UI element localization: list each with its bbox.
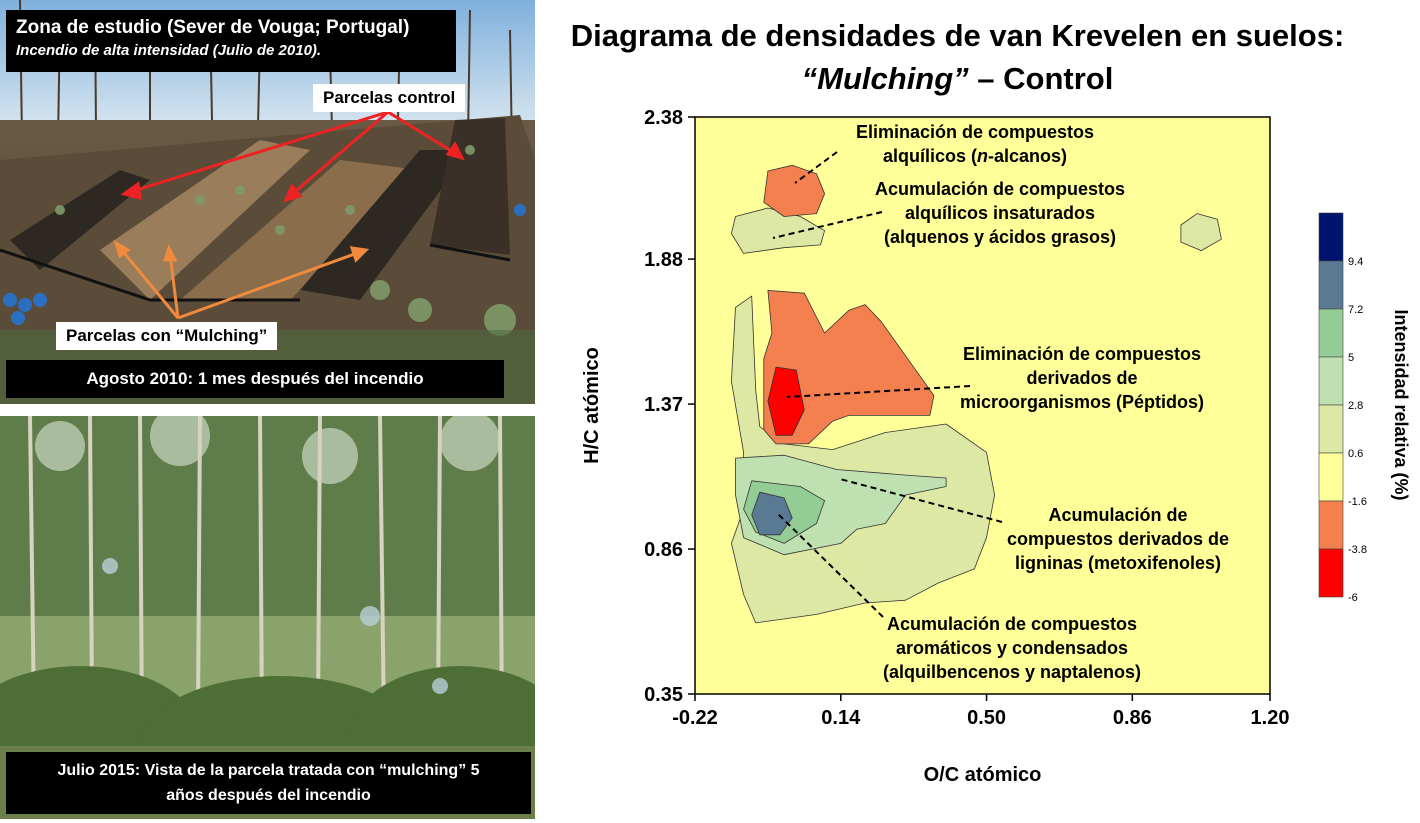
annotation-leader-3 [839,478,1003,523]
colorbar-level-0: 9.4 [1348,256,1363,268]
annotation-2-line-1: derivados de [1026,368,1137,388]
annotation-2-line-2: microorganismos (Péptidos) [960,392,1204,412]
colorbar-swatch-3 [1318,356,1344,406]
x-tick-label-3: 0.86 [1113,707,1152,729]
annotation-1-line-1: alquílicos insaturados [905,203,1095,223]
contour-region-1 [1180,213,1222,252]
chart-title-mulching: “Mulching” [801,61,969,96]
colorbar-swatch-1 [1318,260,1344,310]
colorbar-level-3: 2.8 [1348,400,1363,412]
study-area-title: Zona de estudio (Sever de Vouga; Portuga… [16,17,410,38]
x-tick-label-4: 1.20 [1251,707,1290,729]
y-tick-label-0: 2.38 [644,107,683,129]
annotation-0-line-0: Eliminación de compuestos [856,122,1094,142]
colorbar-swatch-7 [1318,548,1344,598]
chart-title-line1: Diagrama de densidades de van Krevelen e… [570,18,1345,53]
colorbar-swatch-0 [1318,212,1344,262]
chart-title-control: – Control [968,61,1114,96]
contour-region-5 [751,491,793,536]
y-axis-label: H/C atómico [581,347,603,464]
y-tick-label-4: 0.35 [644,684,683,706]
colorbar-swatch-2 [1318,308,1344,358]
colorbar-level-1: 7.2 [1348,304,1363,316]
control-plots-label: Parcelas control [313,84,466,112]
colorbar-level-6: -3.8 [1348,544,1367,556]
colorbar-level-2: 5 [1348,352,1354,364]
annotation-leader-2 [786,385,971,398]
study-area-title-box: Zona de estudio (Sever de Vouga; Portuga… [6,10,456,72]
photo-top-caption: Agosto 2010: 1 mes después del incendio [6,360,504,398]
annotation-leader-4 [775,511,884,618]
x-axis-label: O/C atómico [924,764,1042,786]
annotation-1-line-0: Acumulación de compuestos [875,179,1125,199]
colorbar-swatch-4 [1318,404,1344,454]
van-krevelen-chart: -0.22 0.14 0.50 0.86 1.20 2.38 1.88 1.37 0.86 0.3… [581,107,1411,786]
y-tick-label-2: 1.37 [644,394,683,416]
annotation-3-line-2: ligninas (metoxifenoles) [1015,553,1221,573]
y-tick-label-3: 0.86 [644,539,683,561]
colorbar-swatch-6 [1318,500,1344,550]
chart-title-line2: “Mulching” – Control [540,57,1375,100]
y-tick-label-1: 1.88 [644,249,683,271]
plot-frame [694,116,1271,695]
colorbar-level-4: 0.6 [1348,448,1363,460]
forest-photo-2015: Julio 2015: Vista de la parcela tratada … [0,416,535,819]
x-tick-label-2: 0.50 [967,707,1006,729]
photo-bottom-caption: Julio 2015: Vista de la parcela tratada … [6,752,531,814]
photo-bottom-caption-line1: Julio 2015: Vista de la parcela tratada … [57,762,480,779]
annotation-leader-0 [794,151,838,184]
annotation-4-line-1: aromáticos y condensados [896,638,1128,658]
annotation-4-line-2: (alquilbencenos y naptalenos) [883,662,1141,682]
annotation-3-line-0: Acumulación de [1048,505,1187,525]
x-tick-label-1: 0.14 [821,707,861,729]
contour-region-6 [763,164,826,217]
annotation-4-line-0: Acumulación de compuestos [887,614,1137,634]
x-tick-label-0: -0.22 [672,707,718,729]
mulching-plots-label: Parcelas con “Mulching” [56,322,278,350]
colorbar-swatch-5 [1318,452,1344,502]
field-photo-2010: Zona de estudio (Sever de Vouga; Portuga… [0,0,535,404]
colorbar-level-5: -1.6 [1348,496,1367,508]
contour-region-8 [767,366,805,436]
colorbar-label: Intensidad relativa (%) [1391,309,1411,500]
annotation-0-line-1: alquílicos (n-alcanos) [883,146,1067,166]
contour-region-7 [763,289,935,445]
annotation-2-line-0: Eliminación de compuestos [963,344,1201,364]
photo-bottom-caption-line2: años después del incendio [166,787,371,804]
chart-title: Diagrama de densidades de van Krevelen e… [540,14,1375,100]
colorbar-level-7: -6 [1348,592,1358,604]
annotation-1-line-2: (alquenos y ácidos grasos) [884,227,1116,247]
study-area-subtitle: Incendio de alta intensidad (Julio de 20… [16,42,322,59]
annotation-leader-1 [772,211,883,239]
annotation-3-line-1: compuestos derivados de [1007,529,1229,549]
